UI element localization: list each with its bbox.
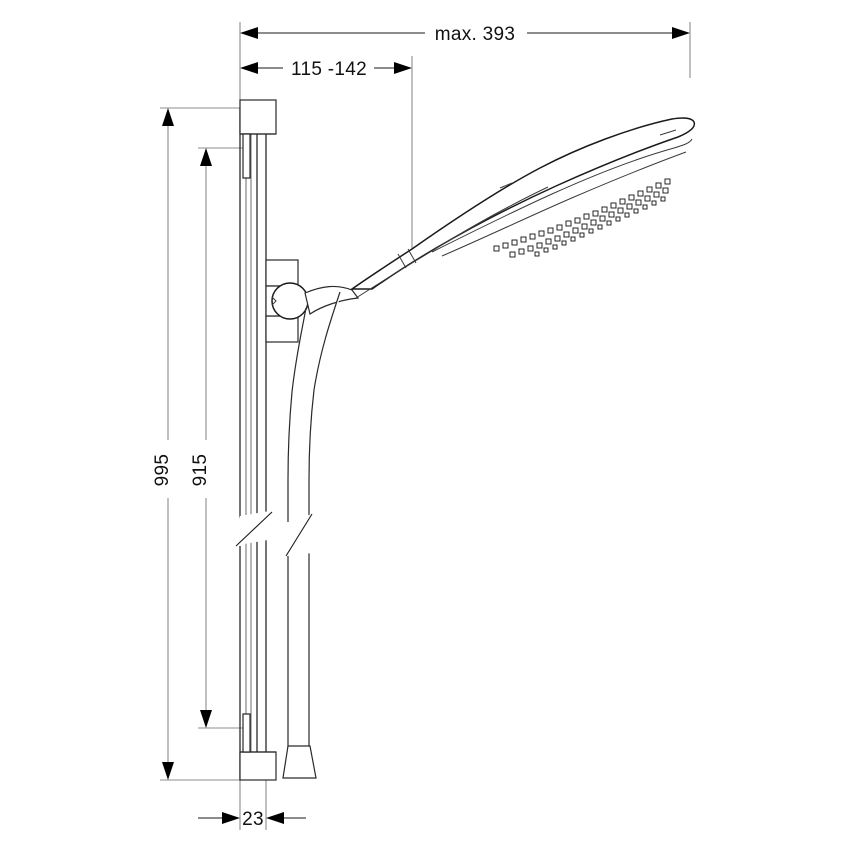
dimension-label-bar-bracket-spacing: 915 xyxy=(190,454,211,487)
dimension-label-bar-depth: 23 xyxy=(242,809,264,830)
dimension-bar-total-height: 995 xyxy=(152,108,174,780)
shower-hose xyxy=(282,291,341,779)
extension-lines xyxy=(160,22,691,830)
wall-bar xyxy=(239,108,267,780)
slider-ball-joint-holder xyxy=(265,259,360,343)
spray-nozzle-face xyxy=(493,178,671,258)
dimension-label-bracket-projection: 115 -142 xyxy=(291,59,367,80)
top-wall-bracket xyxy=(239,99,277,179)
dimension-bar-bracket-spacing: 915 xyxy=(190,148,212,728)
dimension-label-max-reach: max. 393 xyxy=(435,24,516,45)
dimension-bracket-projection: 115 -142 xyxy=(240,59,412,80)
hand-shower-head xyxy=(349,117,696,299)
break-line xyxy=(232,510,276,547)
dimension-max-reach: max. 393 xyxy=(240,24,690,45)
bottom-wall-bracket xyxy=(239,713,277,781)
dimension-bar-depth: 23 xyxy=(198,809,306,830)
dimension-label-bar-total-height: 995 xyxy=(152,454,173,487)
